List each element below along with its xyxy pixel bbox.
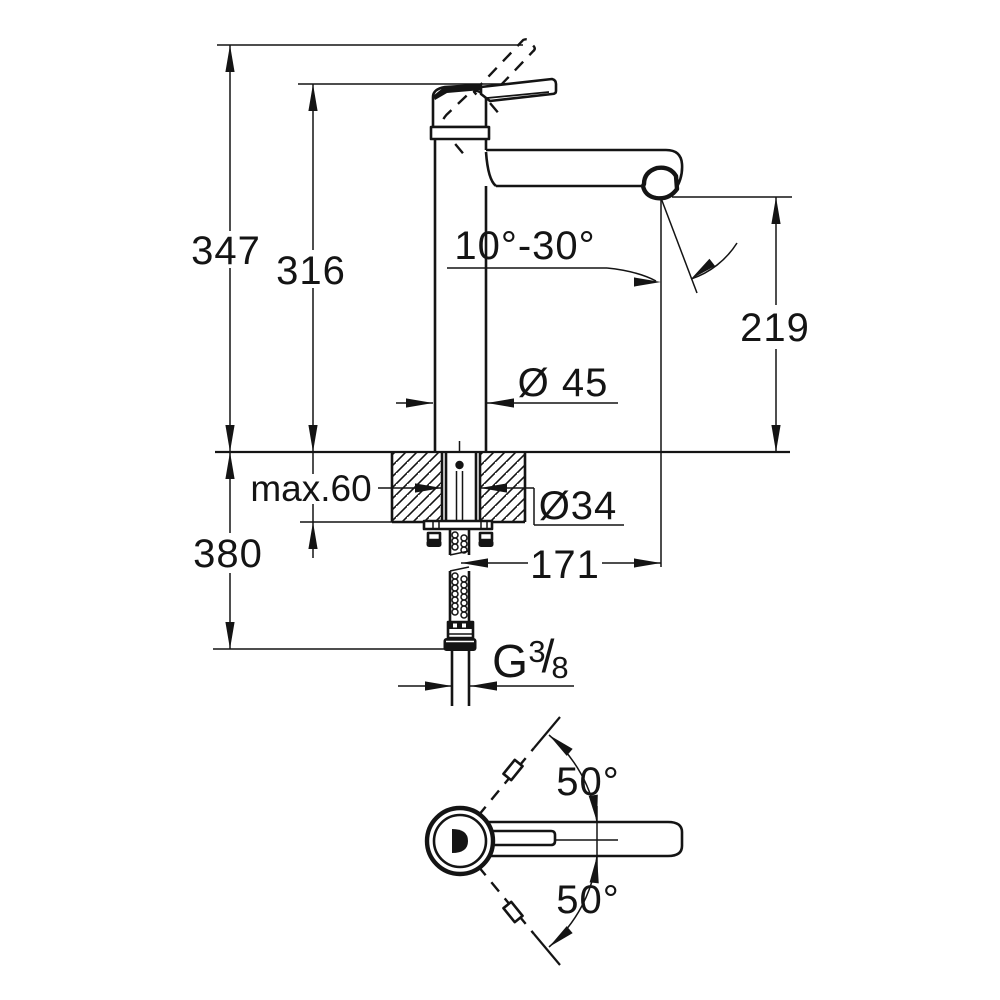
flexible-hose xyxy=(448,529,471,622)
dimension-arrows xyxy=(225,45,781,691)
threaded-shank xyxy=(444,452,478,521)
hose-end-dot xyxy=(455,460,464,470)
hose-connector xyxy=(443,620,477,706)
handle-lever xyxy=(479,77,558,103)
bolt-left xyxy=(426,531,442,542)
handle-top-shading xyxy=(433,85,482,100)
cartridge-plan-mark xyxy=(452,829,468,853)
label-overall-height: 347 xyxy=(191,229,261,273)
thread-denominator: 8 xyxy=(551,650,568,685)
label-base-diameter: Ø 45 xyxy=(518,361,609,405)
nut-right xyxy=(478,540,494,547)
spout-top-edge xyxy=(486,148,684,191)
label-swivel-lower: 50° xyxy=(556,878,620,922)
lever-edge-line xyxy=(486,91,550,99)
label-below-deck-length: 380 xyxy=(193,532,263,576)
nut-left xyxy=(426,540,442,547)
label-swivel-upper: 50° xyxy=(556,760,620,804)
bolt-right xyxy=(478,531,494,542)
label-thread-size: G 3 / 8 xyxy=(492,630,569,687)
swivel-limit-lower-solid xyxy=(533,933,561,966)
label-spout-top-height: 316 xyxy=(276,249,346,293)
inner-hose-lines xyxy=(455,471,464,521)
spout-fillet xyxy=(484,151,497,188)
connector-nut xyxy=(443,638,477,651)
mounting-hardware xyxy=(422,441,494,706)
faucet-outline xyxy=(429,38,684,452)
lower-line-jog xyxy=(502,900,524,924)
mounting-plate xyxy=(422,519,494,531)
cartridge-collar xyxy=(429,125,491,141)
dimension-lines xyxy=(229,45,777,649)
counter-hatch-right xyxy=(480,452,525,522)
faucet-base-inner-ring xyxy=(432,813,488,869)
upper-line-jog xyxy=(502,758,524,782)
spout-plan-outline xyxy=(487,820,684,858)
spout-outlet-nozzle xyxy=(640,165,680,201)
label-outlet-reach: 171 xyxy=(530,543,600,587)
counter-hatch-left xyxy=(392,452,442,522)
top-view: 50° 50° xyxy=(424,716,684,966)
counter-outline xyxy=(390,452,527,524)
label-spout-angle-range: 10°-30° xyxy=(454,224,595,268)
side-view: 347 316 219 10°-30° Ø 45 max.60 Ø34 380 … xyxy=(191,38,810,706)
extension-lines xyxy=(213,44,792,687)
swivel-limit-upper-solid xyxy=(533,716,561,749)
lever-plan-outline xyxy=(487,829,557,847)
label-max-deck-thickness: max.60 xyxy=(250,468,371,509)
thread-prefix: G xyxy=(492,635,528,687)
thread-numerator: 3 xyxy=(528,634,545,669)
connection-tube xyxy=(450,651,471,706)
thread-slash: / xyxy=(542,630,555,682)
label-hole-diameter: Ø34 xyxy=(539,484,618,528)
side-view-labels: 347 316 219 10°-30° Ø 45 max.60 Ø34 380 … xyxy=(191,224,810,687)
label-outlet-height: 219 xyxy=(740,306,810,350)
swivel-limit-upper-dashed xyxy=(477,747,535,817)
swivel-limit-lower-dashed xyxy=(477,865,535,935)
countertop-section xyxy=(390,452,527,524)
hose-braid xyxy=(451,531,468,619)
